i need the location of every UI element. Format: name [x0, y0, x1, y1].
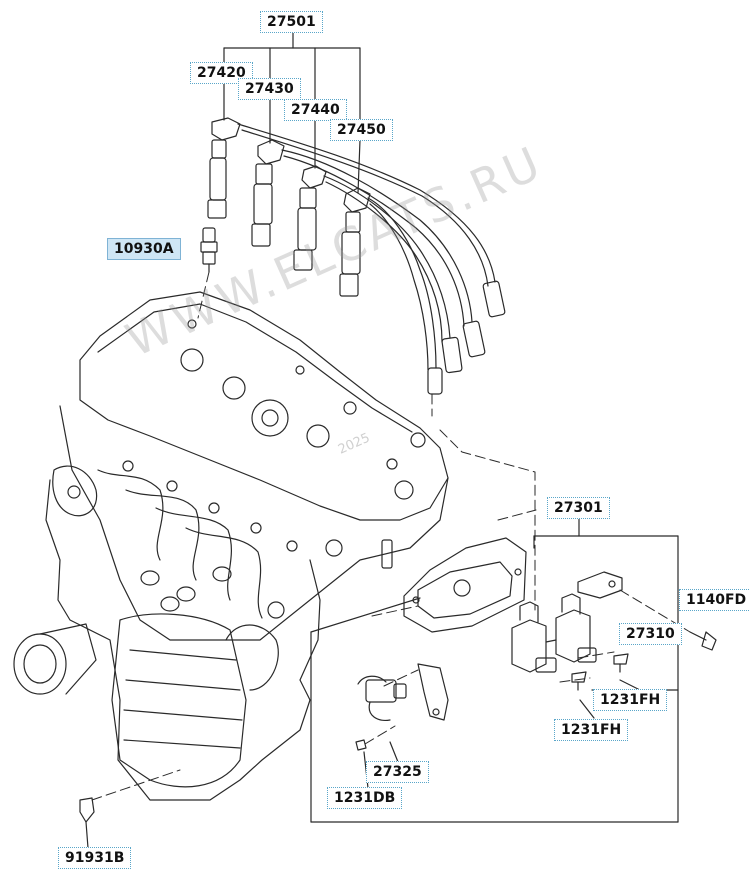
engine-block: [13, 291, 449, 801]
callout-27440[interactable]: 27440: [284, 99, 347, 121]
callout-27450[interactable]: 27450: [330, 119, 393, 141]
callout-27310[interactable]: 27310: [619, 623, 682, 645]
callout-1231DB[interactable]: 1231DB: [327, 787, 403, 809]
spark-plug: [200, 227, 218, 273]
callout-27301[interactable]: 27301: [547, 497, 610, 519]
callout-1231FH-lower[interactable]: 1231FH: [554, 719, 629, 741]
sensor-assembly: [355, 663, 449, 751]
wire-set-bracket: [223, 29, 361, 123]
callout-10930A[interactable]: 10930A: [107, 238, 181, 260]
coil-group-frame: [310, 517, 679, 823]
callout-91931B[interactable]: 91931B: [58, 847, 132, 869]
ignition-coil-assembly: [403, 537, 717, 691]
spark-plug-wires: [207, 117, 506, 395]
clip-part: [79, 797, 95, 849]
callout-27501[interactable]: 27501: [260, 11, 323, 33]
callout-1231FH-upper[interactable]: 1231FH: [593, 689, 668, 711]
callout-1140FD[interactable]: 1140FD: [679, 589, 749, 611]
callout-27430[interactable]: 27430: [238, 78, 301, 100]
callout-27325[interactable]: 27325: [366, 761, 429, 783]
callout-27420[interactable]: 27420: [190, 62, 253, 84]
